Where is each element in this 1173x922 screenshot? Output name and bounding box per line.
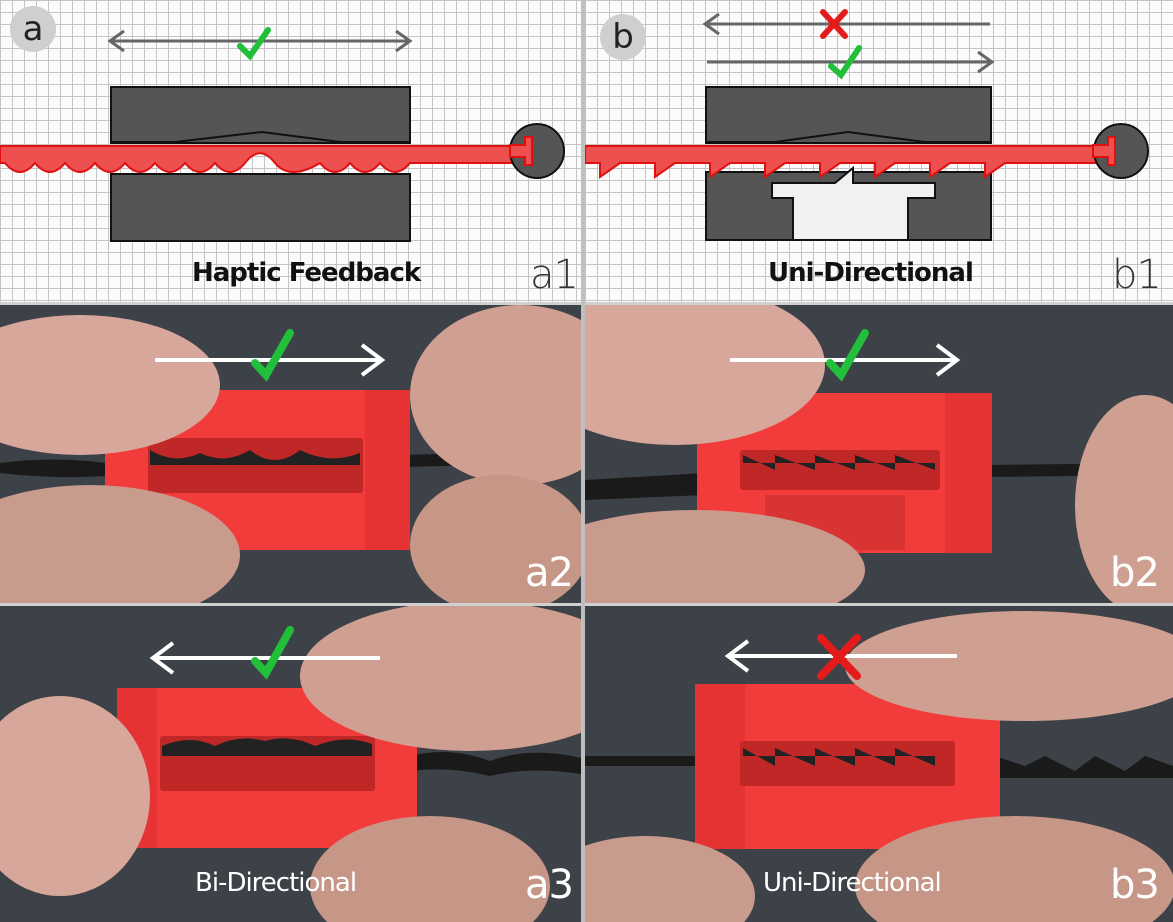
caption-uni-directional-top: Uni-Directional xyxy=(768,258,974,288)
b3-photo xyxy=(585,611,1173,922)
check-icon xyxy=(237,27,271,61)
panel-b1: b Uni-Directional b1 xyxy=(585,0,1173,302)
a3-photo xyxy=(0,606,581,922)
b1-diagram xyxy=(585,9,1149,241)
panel-a3: Bi-Directional a3 xyxy=(0,606,581,922)
tag-a2: a2 xyxy=(525,550,574,596)
caption-uni-directional-bottom: Uni-Directional xyxy=(763,868,942,898)
tag-a1: a1 xyxy=(530,252,579,298)
ratchet-strip xyxy=(585,145,1114,179)
check-icon xyxy=(251,329,294,382)
badge-b: b xyxy=(600,14,646,60)
a1-diagram xyxy=(0,27,565,242)
arrow-right-icon xyxy=(155,343,386,377)
arrow-left-icon xyxy=(149,641,380,675)
panel-a2: a2 xyxy=(0,305,581,603)
b2-photo xyxy=(585,305,1173,603)
arrow-right-icon xyxy=(730,343,961,377)
panel-b2: b2 xyxy=(585,305,1173,603)
housing-top xyxy=(705,86,992,144)
caption-bi-directional: Bi-Directional xyxy=(195,868,357,898)
housing-bottom xyxy=(110,173,411,242)
tag-b1: b1 xyxy=(1112,252,1162,298)
column-divider xyxy=(581,0,585,922)
tag-a3: a3 xyxy=(525,862,574,908)
check-icon xyxy=(251,626,294,680)
row-divider-2 xyxy=(0,603,1173,606)
check-icon xyxy=(828,45,862,80)
haptic-strip xyxy=(0,145,531,173)
panel-b3: Uni-Directional b3 xyxy=(585,606,1173,922)
arrow-left-icon xyxy=(702,12,990,36)
panel-a1: a Haptic Feedback a1 xyxy=(0,0,581,302)
pawl-slot xyxy=(771,165,936,241)
a2-photo xyxy=(0,305,581,603)
cross-icon xyxy=(817,634,861,680)
badge-a: a xyxy=(10,6,56,52)
tag-b2: b2 xyxy=(1110,550,1160,596)
tag-b3: b3 xyxy=(1110,862,1160,908)
housing-top xyxy=(110,86,411,144)
check-icon xyxy=(826,329,869,382)
row-divider-1 xyxy=(0,302,1173,305)
caption-haptic-feedback: Haptic Feedback xyxy=(192,258,421,288)
cross-icon xyxy=(820,9,848,39)
